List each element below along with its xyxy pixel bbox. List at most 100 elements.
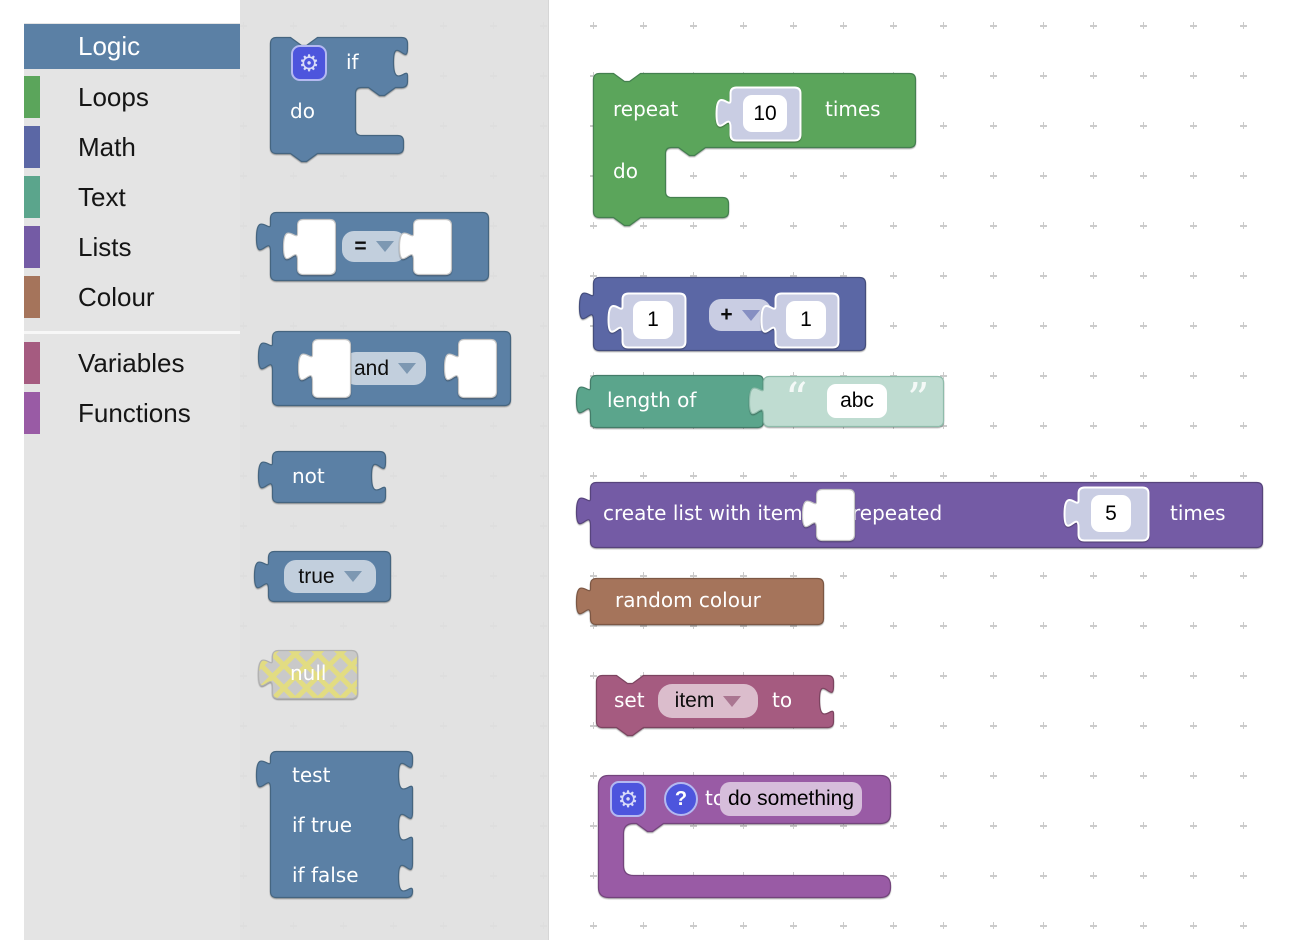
grid-dot: [1190, 872, 1197, 879]
socket-shape: [443, 338, 498, 399]
grid-dot: [940, 722, 947, 729]
category-label: Variables: [78, 348, 185, 378]
grid-dot: [1190, 472, 1197, 479]
boolean-dropdown[interactable]: true: [284, 560, 376, 593]
grid-dot: [1140, 822, 1147, 829]
grid-dot: [1240, 22, 1247, 29]
to-label: to: [772, 688, 793, 712]
grid-dot: [740, 922, 747, 929]
grid-dot: [1140, 322, 1147, 329]
grid-dot: [1140, 672, 1147, 679]
grid-dot: [890, 472, 897, 479]
grid-dot: [740, 222, 747, 229]
grid-dot: [940, 822, 947, 829]
grid-dot: [1190, 72, 1197, 79]
grid-dot: [690, 472, 697, 479]
variable-dropdown[interactable]: item: [658, 684, 758, 718]
grid-dot: [1040, 22, 1047, 29]
grid-dot: [1240, 222, 1247, 229]
grid-dot: [690, 922, 697, 929]
socket-shape: [398, 218, 453, 276]
grid-dot: [1040, 872, 1047, 879]
dropdown-label: +: [720, 303, 733, 326]
grid-dot: [1240, 672, 1247, 679]
grid-dot: [590, 222, 597, 229]
grid-dot: [1040, 122, 1047, 129]
function-name-field[interactable]: do something: [720, 782, 862, 816]
help-icon[interactable]: ?: [664, 782, 698, 816]
grid-dot: [590, 672, 597, 679]
repeated-label: repeated: [852, 501, 943, 525]
do-label: do: [290, 99, 315, 123]
repeat-count-field[interactable]: 10: [743, 95, 787, 132]
compare-operator-dropdown[interactable]: =: [342, 231, 406, 262]
grid-dot: [690, 822, 697, 829]
gear-icon[interactable]: ⚙: [610, 781, 646, 817]
grid-dot: [1140, 72, 1147, 79]
grid-dot: [1190, 922, 1197, 929]
grid-dot: [740, 822, 747, 829]
grid-dot: [990, 472, 997, 479]
grid-dot: [1190, 222, 1197, 229]
grid-dot: [1240, 822, 1247, 829]
gear-icon[interactable]: ⚙: [291, 45, 327, 81]
grid-dot: [890, 672, 897, 679]
left-operand-field[interactable]: 1: [633, 301, 673, 339]
grid-dot: [640, 472, 647, 479]
grid-dot: [1140, 22, 1147, 29]
grid-dot: [1240, 172, 1247, 179]
grid-dot: [940, 222, 947, 229]
grid-dot: [1040, 622, 1047, 629]
grid-dot: [890, 222, 897, 229]
grid-dot: [740, 472, 747, 479]
grid-dot: [940, 422, 947, 429]
null-label: null: [290, 661, 327, 685]
right-operand-field[interactable]: 1: [786, 301, 826, 339]
grid-dot: [1090, 672, 1097, 679]
category-label: Math: [78, 132, 136, 162]
grid-dot: [990, 622, 997, 629]
open-quote-icon: “: [785, 374, 808, 425]
grid-dot: [840, 672, 847, 679]
grid-dot: [590, 922, 597, 929]
grid-dot: [840, 372, 847, 379]
logic-operator-dropdown[interactable]: and: [344, 352, 426, 385]
toolbox-category-text[interactable]: Text: [24, 176, 240, 218]
chevron-down-icon: [723, 695, 742, 707]
arithmetic-operator-dropdown[interactable]: +: [709, 299, 771, 331]
grid-dot: [940, 572, 947, 579]
times-label: times: [825, 97, 881, 121]
grid-dot: [990, 222, 997, 229]
block-shape: [575, 577, 825, 626]
grid-dot: [990, 372, 997, 379]
block-shape: [255, 750, 414, 899]
category-label: Colour: [78, 282, 155, 312]
toolbox-category-logic[interactable]: Logic: [24, 24, 240, 69]
grid-dot: [1040, 72, 1047, 79]
repeat-count-field[interactable]: 5: [1091, 495, 1131, 532]
grid-dot: [1240, 122, 1247, 129]
grid-dot: [940, 172, 947, 179]
socket-shape: [801, 488, 856, 542]
toolbox-category-functions[interactable]: Functions: [24, 392, 240, 434]
grid-dot: [590, 472, 597, 479]
grid-dot: [790, 622, 797, 629]
category-color-strip: [24, 126, 40, 168]
grid-dot: [1040, 222, 1047, 229]
toolbox-category-math[interactable]: Math: [24, 126, 240, 168]
grid-dot: [1090, 122, 1097, 129]
grid-dot: [890, 322, 897, 329]
toolbox-category-loops[interactable]: Loops: [24, 76, 240, 118]
grid-dot: [1240, 722, 1247, 729]
grid-dot: [1040, 172, 1047, 179]
grid-dot: [1140, 472, 1147, 479]
text-field[interactable]: abc: [827, 384, 887, 418]
grid-dot: [1140, 772, 1147, 779]
toolbox-category-variables[interactable]: Variables: [24, 342, 240, 384]
grid-dot: [590, 822, 597, 829]
grid-dot: [690, 572, 697, 579]
toolbox-category-colour[interactable]: Colour: [24, 276, 240, 318]
toolbox-category-lists[interactable]: Lists: [24, 226, 240, 268]
socket-shape: [282, 218, 337, 276]
dropdown-label: and: [353, 356, 390, 380]
